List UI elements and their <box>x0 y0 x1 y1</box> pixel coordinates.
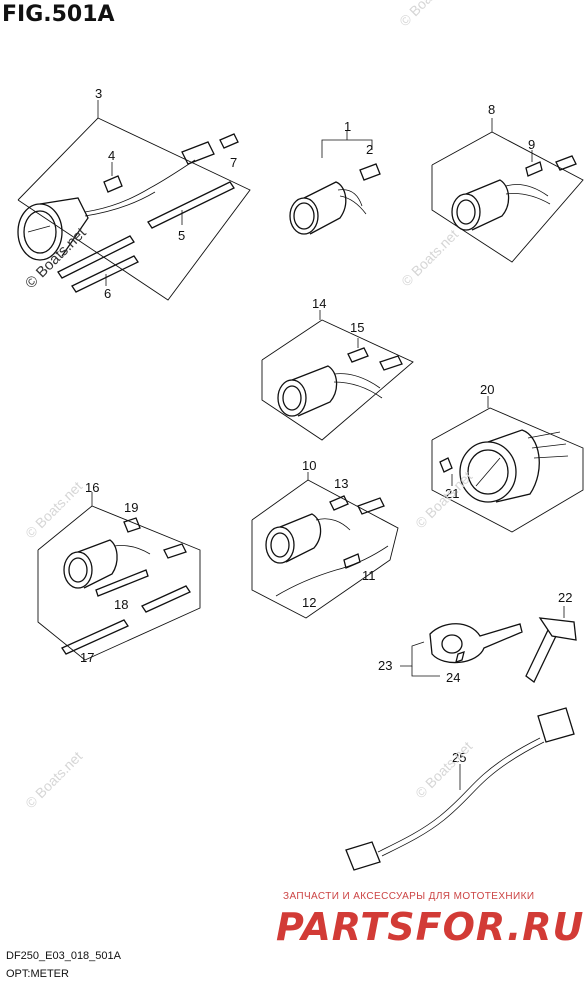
callout-6: 6 <box>104 286 112 301</box>
gauge-10-icon <box>265 495 389 597</box>
callout-25: 25 <box>452 750 467 765</box>
callout-9: 9 <box>528 137 536 152</box>
gauge-3-icon <box>17 159 196 261</box>
group-20-frame <box>431 396 584 533</box>
callout-15: 15 <box>350 320 365 335</box>
callout-11: 11 <box>362 568 376 583</box>
figure-title: FIG.501A <box>2 2 115 27</box>
gauge-20-icon <box>439 429 569 503</box>
callout-14: 14 <box>312 296 327 311</box>
group-3-frame <box>17 100 251 301</box>
gauge-8-icon <box>451 150 577 231</box>
callout-2: 2 <box>366 142 374 157</box>
figure-description: OPT:METER <box>6 968 69 980</box>
callout-12: 12 <box>302 595 317 610</box>
connector-7-icon <box>181 133 239 165</box>
callout-4: 4 <box>108 148 116 163</box>
tie-6-icon <box>71 255 139 293</box>
callout-20: 20 <box>480 382 495 397</box>
shop-brand-logo: PARTSFOR.RU <box>276 905 585 949</box>
group-8-frame <box>431 118 584 263</box>
callout-10: 10 <box>302 458 317 473</box>
group-16-frame <box>37 492 201 661</box>
callout-7: 7 <box>230 155 238 170</box>
tube-5-icon <box>57 181 235 279</box>
callout-19: 19 <box>124 500 139 515</box>
callout-5: 5 <box>178 228 186 243</box>
figure-code: DF250_E03_018_501A <box>6 950 121 962</box>
callout-23: 23 <box>378 658 393 673</box>
group-10-frame <box>251 472 399 619</box>
callout-16: 16 <box>85 480 100 495</box>
gauge-14-icon <box>277 338 403 417</box>
harness-25-icon <box>345 707 575 871</box>
callout-3: 3 <box>95 86 103 101</box>
callout-21: 21 <box>445 486 460 501</box>
group-14-frame <box>261 310 414 441</box>
gauge-16-icon <box>61 517 191 655</box>
bulb-4-icon <box>103 162 123 193</box>
callout-22: 22 <box>558 590 573 605</box>
callout-13: 13 <box>334 476 349 491</box>
callout-24: 24 <box>446 670 461 685</box>
shop-caption: ЗАПЧАСТИ И АКСЕССУАРЫ ДЛЯ МОТОТЕХНИКИ <box>283 891 535 902</box>
callout-18: 18 <box>114 597 129 612</box>
gauge-1-icon <box>289 130 381 235</box>
callout-17: 17 <box>80 650 95 665</box>
bracket-22-icon <box>525 606 577 683</box>
callout-1: 1 <box>344 119 352 134</box>
callout-8: 8 <box>488 102 496 117</box>
bracket-23-icon <box>400 623 523 677</box>
